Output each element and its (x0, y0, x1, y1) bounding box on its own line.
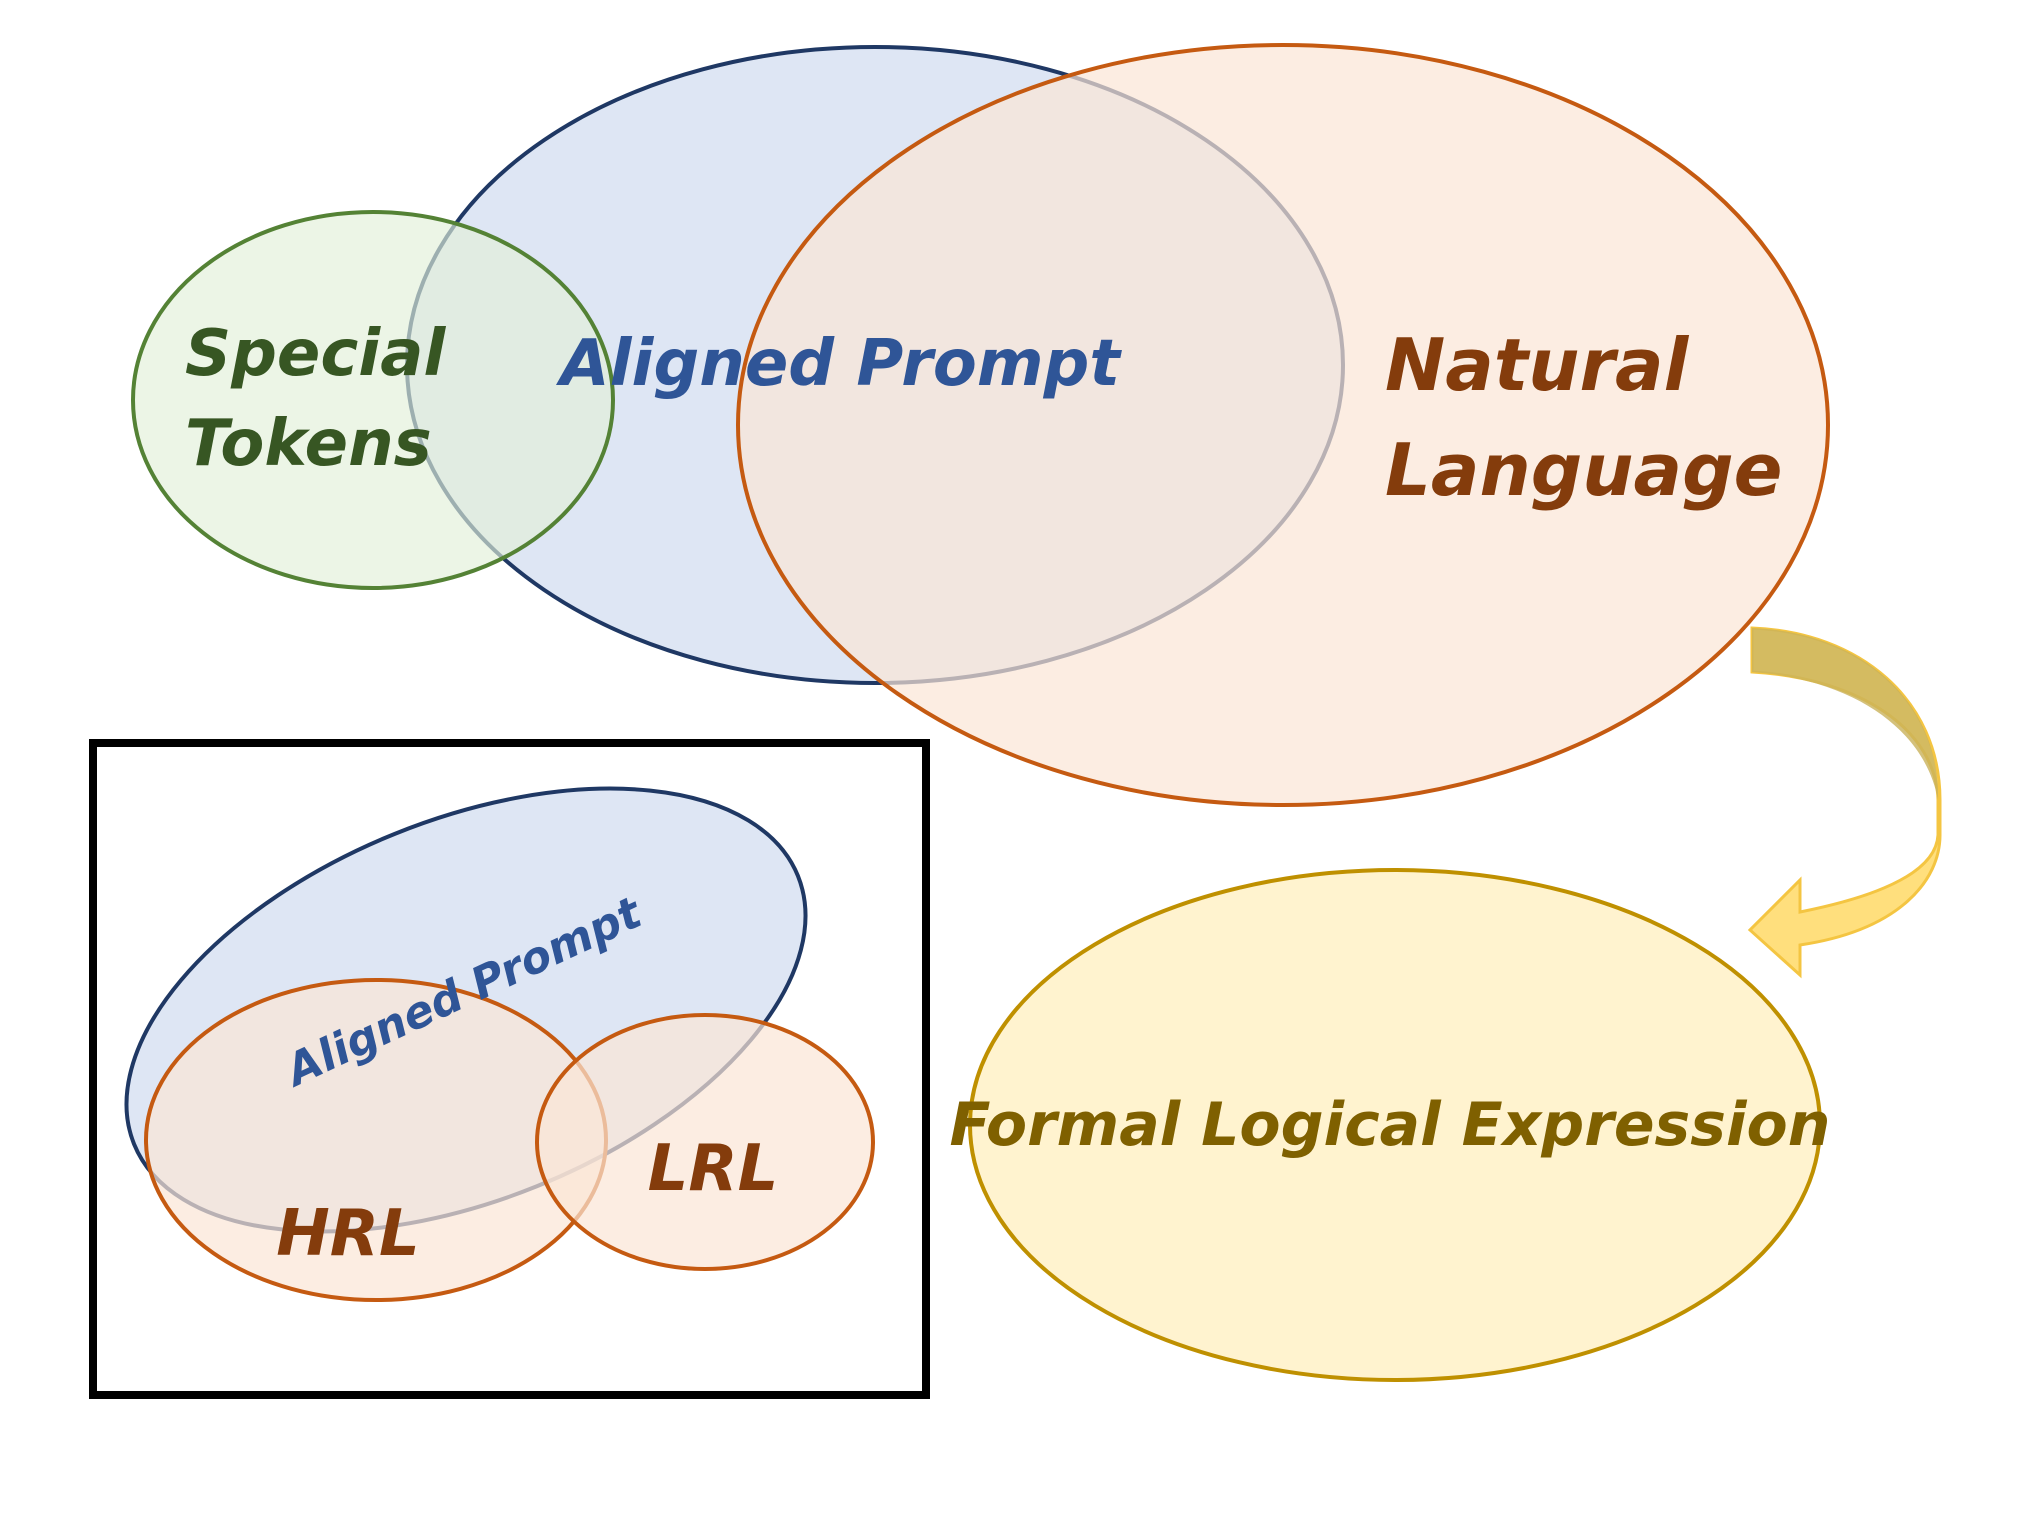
special-tokens-label-line2: Tokens (185, 407, 432, 481)
formal-logical-expression-group: Formal Logical Expression (950, 868, 1831, 1382)
formal-logical-expression-label: Formal Logical Expression (950, 1090, 1831, 1160)
inset-border (89, 739, 930, 1399)
main-venn: Special Tokens Aligned Prompt Natural La… (131, 43, 1830, 807)
hrl-label: HRL (276, 1197, 420, 1271)
natural-language-label-line2: Language (1385, 428, 1782, 512)
curved-arrow-icon (1747, 626, 1942, 979)
inset-box: Aligned Prompt HRL LRL (89, 739, 930, 1399)
special-tokens-ellipse (131, 210, 615, 590)
formal-logical-expression-ellipse (968, 868, 1822, 1382)
natural-language-ellipse (736, 43, 1830, 807)
lrl-label: LRL (648, 1132, 779, 1206)
natural-language-label-line1: Natural (1385, 323, 1690, 407)
aligned-prompt-label: Aligned Prompt (555, 327, 1122, 401)
special-tokens-label-line1: Special (185, 317, 446, 391)
special-tokens-label: Special Tokens (185, 317, 468, 481)
natural-language-label: Natural Language (1385, 323, 1782, 512)
lrl-ellipse (535, 1013, 875, 1271)
